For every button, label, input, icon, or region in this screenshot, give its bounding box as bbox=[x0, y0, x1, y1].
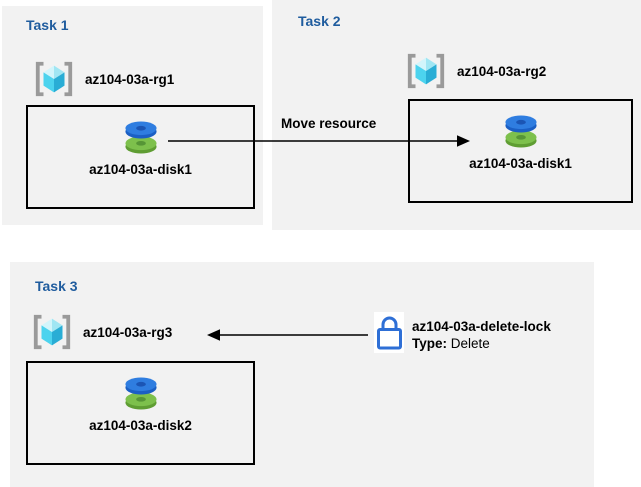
task3-resource-box: az104-03a-disk2 bbox=[26, 361, 255, 465]
disk-icon bbox=[504, 115, 537, 148]
task1-disk-label: az104-03a-disk1 bbox=[89, 162, 192, 177]
delete-lock-type: Type: Delete bbox=[412, 335, 551, 352]
task3-resource-group-label: az104-03a-rg3 bbox=[83, 324, 173, 340]
task2-resource-group-label: az104-03a-rg2 bbox=[457, 63, 547, 79]
task2-title: Task 2 bbox=[298, 13, 341, 29]
delete-lock-text: az104-03a-delete-lock Type: Delete bbox=[412, 318, 551, 352]
task3-resource-group: az104-03a-rg3 bbox=[31, 313, 172, 351]
task1-resource-box: az104-03a-disk1 bbox=[26, 105, 255, 209]
resource-group-icon bbox=[33, 314, 71, 350]
task1-title: Task 1 bbox=[26, 17, 69, 33]
task3-panel: Task 3 az104-03a-rg3 az104-03a-disk2 bbox=[10, 262, 594, 487]
task1-resource-group: az104-03a-rg1 bbox=[33, 60, 174, 98]
delete-lock-type-value: Delete bbox=[450, 336, 490, 351]
resource-group-icon bbox=[407, 53, 445, 89]
task1-resource-group-label: az104-03a-rg1 bbox=[85, 71, 175, 87]
task2-disk-label: az104-03a-disk1 bbox=[469, 156, 572, 171]
task2-resource-box: az104-03a-disk1 bbox=[408, 99, 633, 203]
resource-group-icon bbox=[35, 61, 73, 97]
disk-icon bbox=[124, 377, 157, 410]
lock-icon bbox=[376, 316, 402, 350]
task2-resource-group: az104-03a-rg2 bbox=[405, 52, 546, 90]
task3-title: Task 3 bbox=[35, 278, 78, 294]
task1-panel: Task 1 az104-03a-rg1 az104-03a-disk1 bbox=[2, 6, 263, 225]
task2-panel: Task 2 az104-03a-rg2 az104-03a-disk1 bbox=[272, 0, 641, 230]
delete-lock-name: az104-03a-delete-lock bbox=[412, 319, 551, 334]
task3-disk-label: az104-03a-disk2 bbox=[89, 418, 192, 433]
move-resource-label: Move resource bbox=[281, 116, 377, 131]
lock-icon-box bbox=[374, 312, 404, 353]
disk-icon bbox=[124, 121, 157, 154]
delete-lock-type-label: Type: bbox=[412, 336, 448, 351]
